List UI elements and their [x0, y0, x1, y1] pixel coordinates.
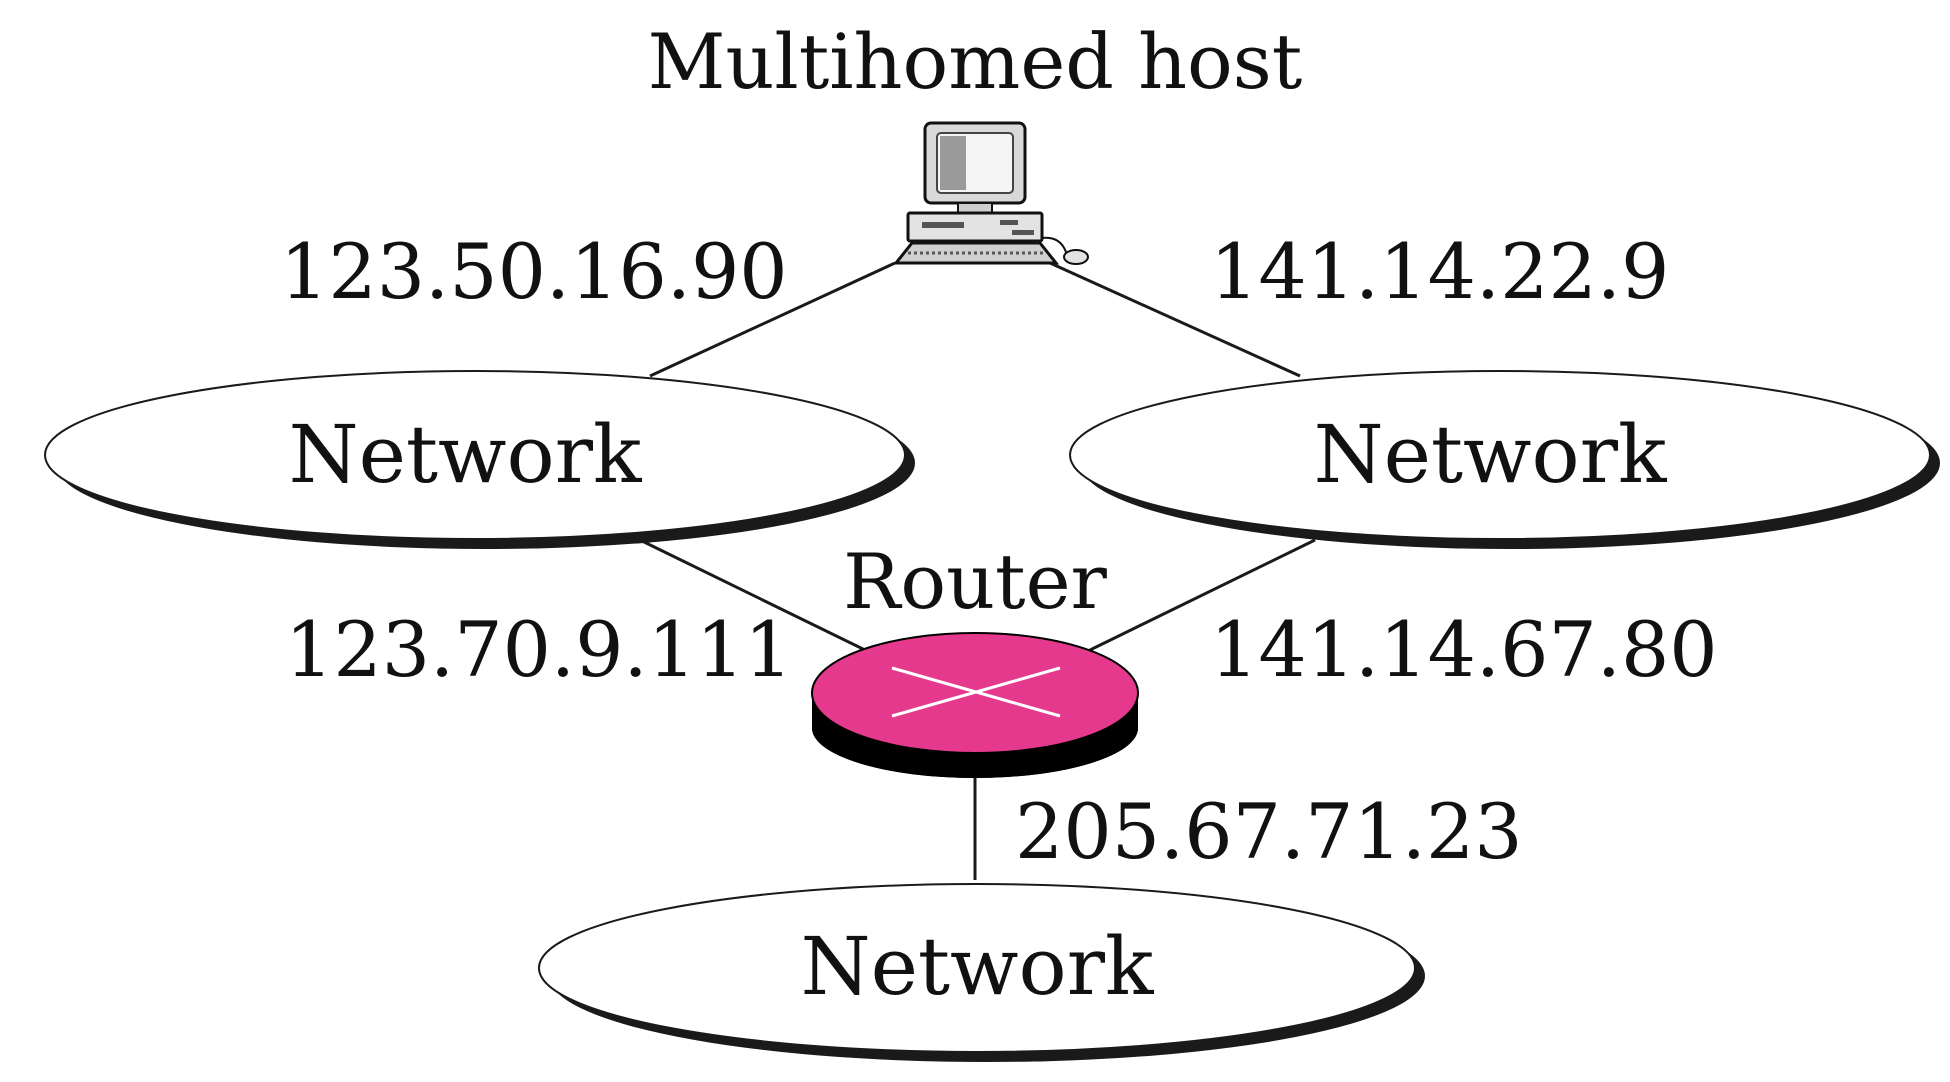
connection-lines [639, 261, 1316, 880]
ip-router-bottom: 205.67.71.23 [1015, 787, 1523, 876]
network-right: Network [1069, 370, 1940, 549]
network-left-shape [44, 370, 906, 540]
ip-host-right: 141.14.22.9 [1210, 227, 1669, 316]
router-cross-b [891, 666, 1061, 718]
mouse [1063, 249, 1089, 265]
link-host-left-network [649, 261, 896, 378]
mouse-cable [1041, 236, 1067, 253]
router-label: Router [843, 537, 1107, 626]
host-label: Multihomed host [648, 17, 1303, 106]
monitor-screen-shade [940, 136, 966, 190]
network-bottom-label: Network [801, 920, 1155, 1013]
link-host-right-network [1049, 261, 1301, 378]
unit-button-b [1012, 230, 1034, 235]
network-bottom: Network [538, 883, 1425, 1062]
network-bottom-shape [538, 883, 1416, 1053]
network-right-label: Network [1314, 408, 1668, 501]
network-left: Network [44, 370, 915, 549]
router-icon [811, 632, 1139, 778]
ip-host-left: 123.50.16.90 [280, 227, 788, 316]
unit-button-a [1000, 220, 1018, 225]
link-left-network-router [639, 538, 866, 652]
ip-router-right: 141.14.67.80 [1210, 605, 1718, 694]
disk-slot [922, 222, 964, 228]
link-right-network-router [1089, 538, 1316, 652]
network-right-shape [1069, 370, 1931, 540]
network-left-label: Network [289, 408, 643, 501]
ip-router-left: 123.70.9.111 [285, 605, 793, 694]
desktop-computer-icon [892, 121, 1089, 265]
